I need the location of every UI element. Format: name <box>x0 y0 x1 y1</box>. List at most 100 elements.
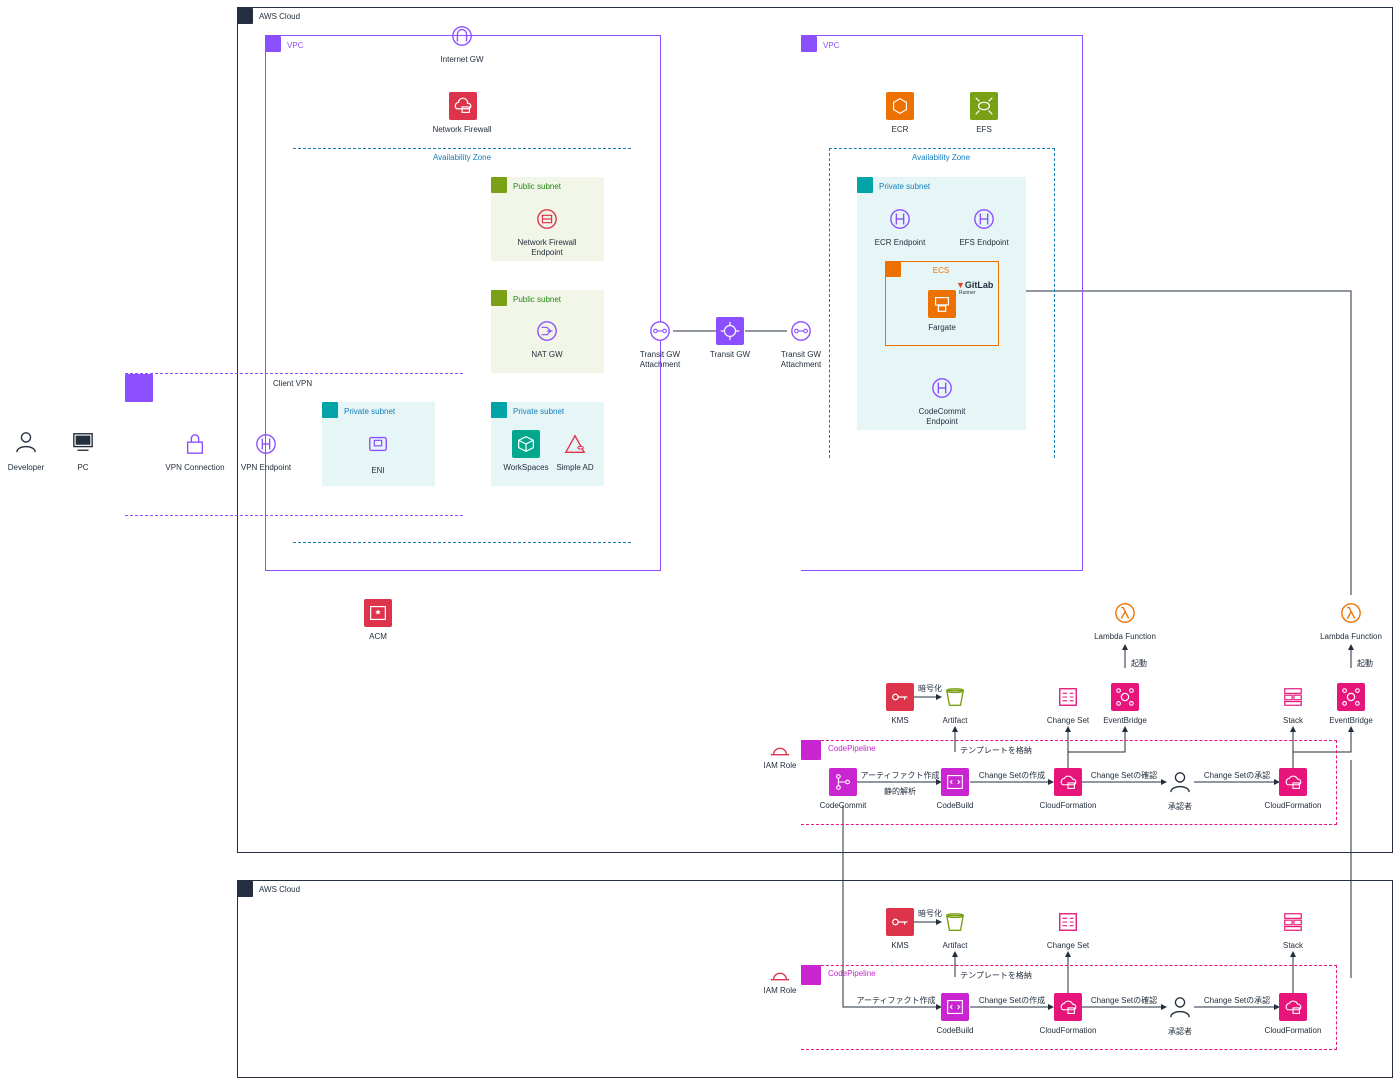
private-subnet-lock-icon <box>322 402 338 418</box>
client-vpn-icon <box>125 374 153 402</box>
cloudformation-1b-label: CloudFormation <box>1264 801 1322 810</box>
changeset-apply-1-label: Change Setの承認 <box>1203 771 1271 780</box>
lambda-icon <box>1111 599 1139 627</box>
changeset-apply-2-label: Change Setの承認 <box>1203 996 1271 1005</box>
changeset-confirm-1-label: Change Setの確認 <box>1090 771 1158 780</box>
private-subnet-lock-icon <box>491 402 507 418</box>
vpc-icon <box>265 36 281 52</box>
stack-icon <box>1279 683 1307 711</box>
public-subnet-lock-icon <box>491 290 507 306</box>
vpc-left-group <box>265 35 661 571</box>
kms-1-label: KMS <box>891 716 909 725</box>
private-subnet-workspaces <box>491 402 604 486</box>
change-set-icon <box>1054 683 1082 711</box>
codebuild-icon <box>941 993 969 1021</box>
az-left-label: Availability Zone <box>432 153 492 162</box>
cloudformation-icon <box>1054 993 1082 1021</box>
change-set-2-label: Change Set <box>1046 941 1090 950</box>
cloudformation-2a-label: CloudFormation <box>1039 1026 1097 1035</box>
public-subnet-label-1: Public subnet <box>513 182 562 191</box>
ecr-endpoint-label: ECR Endpoint <box>874 238 926 247</box>
pc-icon <box>69 428 97 456</box>
efs-icon <box>970 92 998 120</box>
transit-gateway-icon <box>716 317 744 345</box>
iam-role-2-label: IAM Role <box>763 986 797 995</box>
aws-cloud-group-2 <box>237 880 1393 1078</box>
ecs-label: ECS <box>932 266 950 275</box>
tgw-attachment-icon <box>646 317 674 345</box>
vpc-icon <box>801 36 817 52</box>
s3-bucket-icon <box>941 908 969 936</box>
ecs-group <box>885 261 999 346</box>
ecr-endpoint-icon <box>886 205 914 233</box>
ecr-icon <box>886 92 914 120</box>
eventbridge-1-label: EventBridge <box>1103 716 1147 725</box>
client-vpn-label: Client VPN <box>273 379 313 388</box>
codecommit-endpoint-label: CodeCommit Endpoint <box>918 407 966 426</box>
ecs-icon <box>885 261 901 277</box>
codepipeline-icon <box>801 740 821 760</box>
nat-gateway-icon <box>533 317 561 345</box>
artifact-create-2-label: アーティファクト作成 <box>856 996 936 1005</box>
network-firewall-icon <box>449 92 477 120</box>
nat-gw-label: NAT GW <box>531 350 563 359</box>
kms-icon <box>886 683 914 711</box>
trigger-2-label: 起動 <box>1357 659 1373 668</box>
codepipeline-icon <box>801 965 821 985</box>
approver-user-icon <box>1166 768 1194 796</box>
iam-role-1-label: IAM Role <box>763 761 797 770</box>
static-analysis-label: 静的解析 <box>884 787 916 796</box>
private-subnet-lock-icon <box>857 177 873 193</box>
codepipeline-group-1 <box>801 740 1337 825</box>
client-vpn-group <box>125 373 463 516</box>
codebuild-2-label: CodeBuild <box>936 1026 974 1035</box>
stack-2-label: Stack <box>1282 941 1304 950</box>
change-set-1-label: Change Set <box>1046 716 1090 725</box>
network-firewall-label: Network Firewall <box>432 125 492 134</box>
aws-cloud-logo-icon <box>237 881 253 897</box>
efs-endpoint-icon <box>970 205 998 233</box>
vpn-endpoint-label: VPN Endpoint <box>240 463 292 472</box>
changeset-confirm-2-label: Change Setの確認 <box>1090 996 1158 1005</box>
vpn-endpoint-icon <box>252 430 280 458</box>
workspaces-icon <box>512 430 540 458</box>
nfw-endpoint-label: Network Firewall Endpoint <box>517 238 577 257</box>
aws-cloud-label-1: AWS Cloud <box>259 12 301 21</box>
stack-1-label: Stack <box>1282 716 1304 725</box>
kms-icon <box>886 908 914 936</box>
artifact-create-1-label: アーティファクト作成 <box>860 771 940 780</box>
private-subnet-label-right: Private subnet <box>879 182 931 191</box>
cloudformation-2b-label: CloudFormation <box>1264 1026 1322 1035</box>
efs-label: EFS <box>976 125 992 134</box>
codecommit-label: CodeCommit <box>819 801 867 810</box>
cloudformation-icon <box>1054 768 1082 796</box>
az-right-label: Availability Zone <box>911 153 971 162</box>
stack-icon <box>1279 908 1307 936</box>
efs-endpoint-label: EFS Endpoint <box>959 238 1009 247</box>
acm-icon <box>364 599 392 627</box>
approver-user-icon <box>1166 993 1194 1021</box>
developer-label: Developer <box>7 463 45 472</box>
vpc-right-group <box>801 35 1083 571</box>
gitlab-fox-icon: ▼ <box>956 280 965 290</box>
private-subnet-label-eni: Private subnet <box>344 407 396 416</box>
template-store-2-label: テンプレートを格納 <box>960 971 1032 980</box>
gitlab-label: GitLab <box>964 280 994 290</box>
transit-gw-label: Transit GW <box>709 350 751 359</box>
approver-2-label: 承認者 <box>1168 1027 1192 1036</box>
fargate-icon <box>928 290 956 318</box>
lambda-icon <box>1337 599 1365 627</box>
ecr-label: ECR <box>891 125 909 134</box>
vpn-connection-icon <box>181 430 209 458</box>
iam-role-icon <box>766 737 794 765</box>
gitlab-logo: ▼GitLab <box>956 280 993 290</box>
tgw-attachment-right-label: Transit GW Attachment <box>780 350 822 369</box>
trigger-1-label: 起動 <box>1131 659 1147 668</box>
eni-icon <box>364 430 392 458</box>
private-subnet-eni <box>322 402 435 486</box>
cloudformation-1a-label: CloudFormation <box>1039 801 1097 810</box>
acm-label: ACM <box>369 632 387 641</box>
changeset-create-2-label: Change Setの作成 <box>978 996 1046 1005</box>
aws-cloud-logo-icon <box>237 8 253 24</box>
cloudformation-icon <box>1279 993 1307 1021</box>
